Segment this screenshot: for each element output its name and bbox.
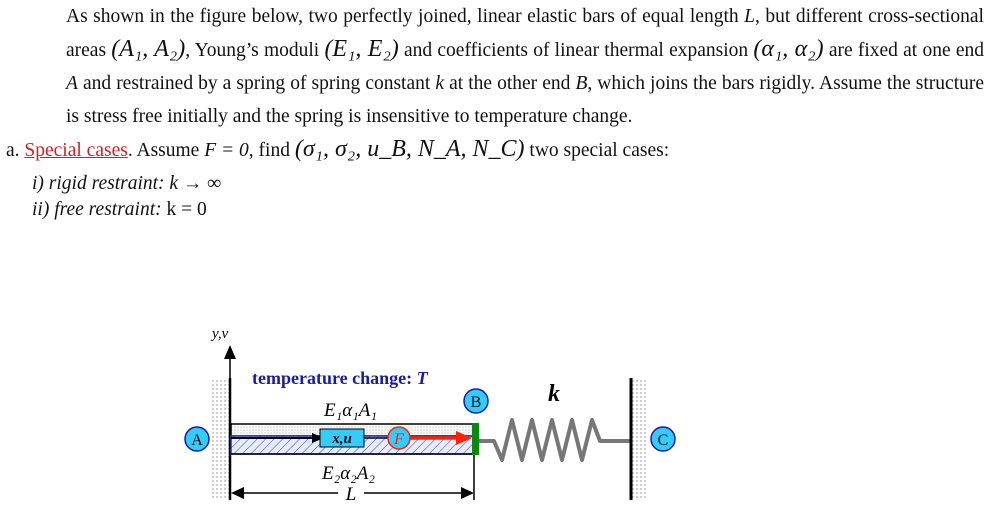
intro-text: at the other end <box>444 73 576 94</box>
y-axis-arrow <box>224 345 236 359</box>
intro-text: As shown in the figure below, two perfec… <box>66 6 745 27</box>
f-equation: F = 0 <box>204 140 249 161</box>
part-a-text: two special cases: <box>524 140 670 161</box>
case-2-label: ii) free restraint: <box>32 199 167 220</box>
part-a-label: a. <box>6 140 20 161</box>
force-arrow-head <box>456 431 472 445</box>
dimension-arrow-left <box>231 487 244 499</box>
point-a-circle <box>184 426 210 452</box>
temperature-label: temperature change: T <box>252 368 429 388</box>
point-b-circle <box>463 388 489 414</box>
problem-statement: As shown in the figure below, two perfec… <box>6 0 984 133</box>
xu-label: x,u <box>331 431 352 447</box>
problem-text: As shown in the figure below, two perfec… <box>6 0 984 223</box>
case-2: ii) free restraint: k = 0 <box>6 197 984 223</box>
case-2-math: k = 0 <box>166 199 207 220</box>
bar-2-label: E₂α₂A₂ <box>321 463 375 484</box>
intro-text: and coefficients of linear thermal expan… <box>398 40 754 61</box>
case-1-label: i) rigid restraint: <box>32 173 170 194</box>
right-wall <box>632 378 648 500</box>
intro-text: , Young’s moduli <box>185 40 325 61</box>
areas-symbol: (A₁, A₂) <box>111 36 186 62</box>
end-b-symbol: B <box>575 73 588 94</box>
dimension-arrow-right <box>461 487 474 499</box>
y-axis-label: y,v <box>210 326 229 342</box>
end-a-symbol: A <box>66 73 78 94</box>
unknowns-symbol: (σ₁, σ₂, u_B, N_A, N_C) <box>294 136 525 162</box>
case-1-math: k → ∞ <box>169 173 222 194</box>
case-1: i) rigid restraint: k → ∞ <box>6 171 984 197</box>
force-label: F <box>393 431 404 448</box>
intro-text: , which joins the bars rigidly. Assume t… <box>66 73 985 127</box>
bar-1-label: E₁α₁A₁ <box>323 400 377 421</box>
part-a: a. Special cases. Assume F = 0, find (σ₁… <box>6 133 984 167</box>
length-label: L <box>345 484 357 505</box>
k-symbol: k <box>435 73 445 94</box>
moduli-symbol: (E₁, E₂) <box>324 36 399 62</box>
spring <box>479 418 630 462</box>
point-c-circle <box>650 426 676 452</box>
intro-text: , but different cross-sectional areas <box>66 6 984 61</box>
intro-text: and restrained by a spring of spring con… <box>77 73 436 94</box>
point-b-label: B <box>471 394 482 411</box>
end-plate-b <box>472 423 479 455</box>
part-a-text: . Assume <box>127 140 205 161</box>
special-cases-link[interactable]: Special cases <box>24 140 128 161</box>
point-c-label: C <box>658 432 669 449</box>
x-axis-arrow <box>312 433 324 443</box>
left-wall <box>212 378 230 498</box>
intro-text: are fixed at one end <box>823 40 984 61</box>
alphas-symbol: (α₁, α₂) <box>753 36 824 62</box>
spring-k-label: k <box>548 381 560 407</box>
point-a-label: A <box>191 432 203 449</box>
part-a-text: , find <box>248 140 295 161</box>
length-symbol: L <box>744 6 755 27</box>
